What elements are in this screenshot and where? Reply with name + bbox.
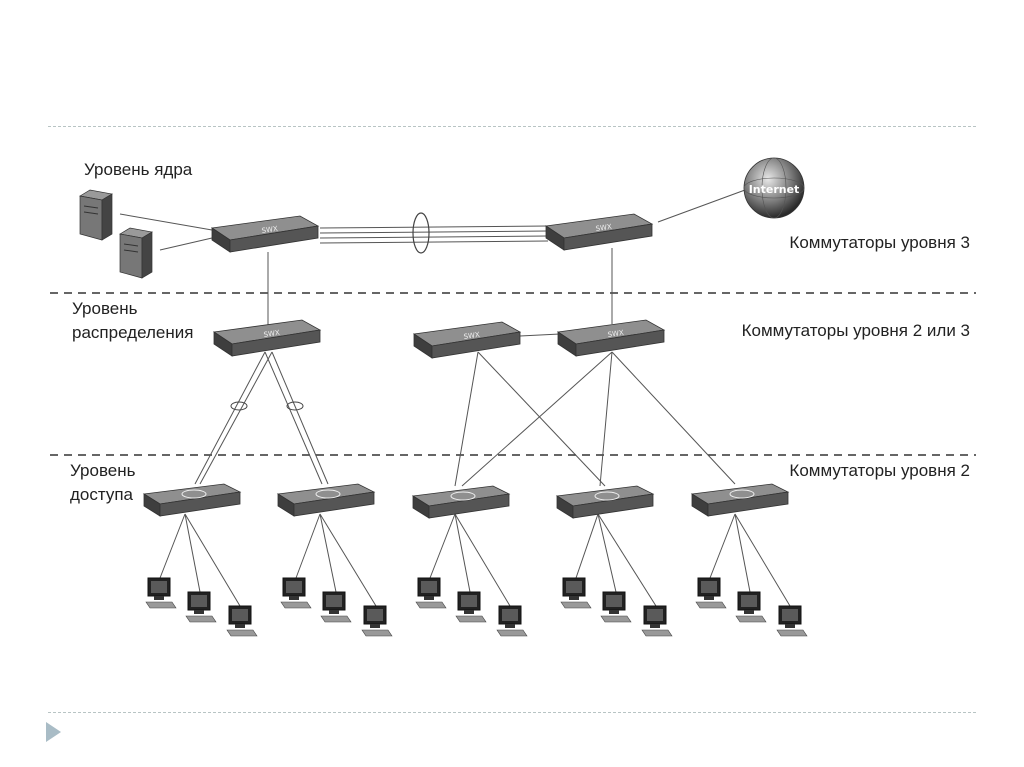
internet-label: Internet (749, 183, 800, 196)
core-switch-left-icon (211, 215, 319, 253)
l2-switches-label: Коммутаторы уровня 2 (789, 461, 970, 480)
server-tower-icon (79, 189, 113, 241)
slide-bottom-rule (48, 712, 976, 713)
access-switch-2-icon (277, 483, 375, 517)
next-slide-arrow-icon[interactable] (46, 722, 61, 742)
access-switch-4-icon (556, 485, 654, 519)
core-level-label: Уровень ядра (84, 160, 193, 179)
core-switch-right-icon (545, 213, 653, 251)
slide-top-rule (48, 126, 976, 127)
link-bundle-ellipse-icon (286, 401, 304, 411)
access-switch-1-icon (143, 483, 241, 517)
link-bundle-ellipse-icon (230, 401, 248, 411)
dist-switch-left-icon (213, 319, 321, 357)
server-tower-icon (119, 227, 153, 279)
distribution-level-label-line1: Уровень (72, 299, 138, 318)
access-level-label-line2: доступа (70, 485, 134, 504)
dist-switch-middle-icon (413, 321, 521, 359)
distribution-level-label-line2: распределения (72, 323, 193, 342)
workstations (145, 577, 808, 637)
l2-or-l3-switches-label: Коммутаторы уровня 2 или 3 (742, 321, 970, 340)
access-switch-3-icon (412, 485, 510, 519)
access-switch-5-icon (691, 483, 789, 517)
dist-switch-right-icon (557, 319, 665, 357)
internet-globe-icon: Internet (743, 157, 805, 219)
access-level-label-line1: Уровень (70, 461, 136, 480)
l3-switches-label: Коммутаторы уровня 3 (789, 233, 970, 252)
link-bundle-ellipse-icon (412, 212, 430, 254)
